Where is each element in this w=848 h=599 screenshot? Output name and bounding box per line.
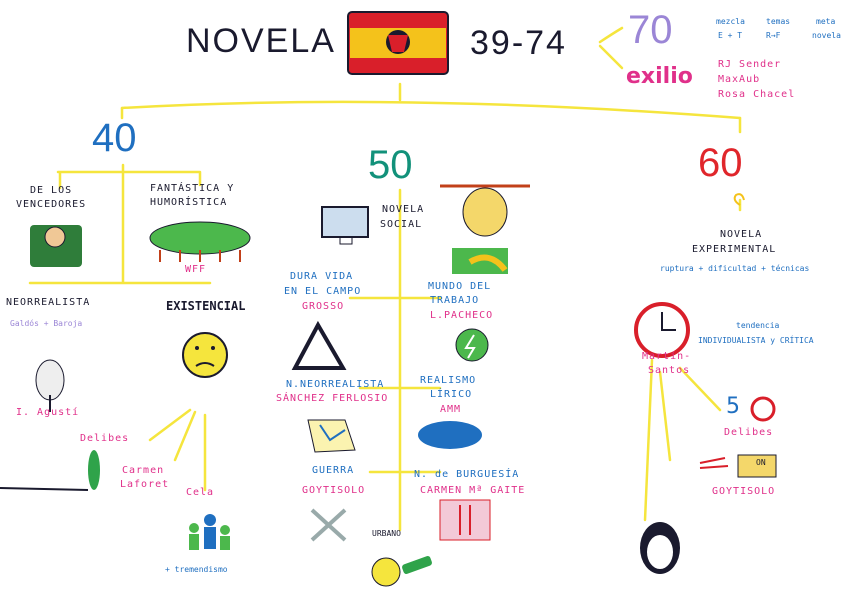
galdos-baroja-label: Galdós + Baroja	[10, 319, 83, 328]
document-icon	[699, 454, 777, 478]
carmen-line-1: Carmen	[122, 465, 165, 476]
lyric-landscape-icon	[418, 421, 482, 449]
decade-70-label: 70	[628, 8, 673, 52]
amm-label: AMM	[440, 404, 462, 415]
burguesia-label: N. de BURGUESÍA	[414, 469, 520, 480]
dura-vida-line-2: EN EL CAMPO	[284, 286, 362, 297]
tendencia-label: tendencia	[736, 321, 780, 330]
fantastica-line-2: HUMORÍSTICA	[150, 197, 228, 208]
novela-label: novela	[812, 31, 841, 40]
exilio-author-2: MaxAub	[718, 74, 761, 85]
realismo-lirico-line-1: REALISMO	[420, 375, 477, 386]
delibes-40-label: Delibes	[80, 433, 130, 444]
ferlosio-label: SÁNCHEZ FERLOSIO	[276, 393, 389, 404]
clock-icon	[634, 302, 690, 358]
wff-label: WFF	[185, 264, 207, 275]
title-years: 39-74	[470, 24, 567, 62]
existencial-label: EXISTENCIAL	[166, 299, 246, 313]
delibes-60-label: Delibes	[724, 427, 774, 438]
beehive-icon	[440, 184, 530, 237]
mundo-trabajo-line-2: TRABAJO	[430, 295, 480, 306]
martin-santos-line-2: Santos	[648, 365, 691, 376]
agusti-label: I. Agustí	[16, 407, 80, 418]
pacheco-label: L.PACHECO	[430, 310, 494, 321]
fantastica-line-1: FANTÁSTICA Y	[150, 183, 235, 194]
rf-label: R→F	[766, 31, 781, 40]
energy-icon	[455, 328, 489, 362]
warning-sign-icon	[291, 320, 347, 370]
martin-santos-line-1: Martín-	[642, 351, 692, 362]
nuevo-neorrealista-label: N.NEORREALISTA	[286, 379, 385, 390]
main-branch-line	[120, 100, 742, 120]
tree-40-lines	[28, 163, 212, 285]
cela-label: Cela	[186, 487, 215, 498]
tv-icon	[321, 206, 369, 245]
title-novela: NOVELA	[186, 22, 336, 60]
drinker-icon	[371, 556, 432, 587]
goytisolo-60-label: GOYTISOLO	[712, 486, 776, 497]
decade-60-label: 60	[698, 141, 743, 185]
tree-60-lines	[643, 358, 722, 522]
decade-40-label: 40	[92, 116, 137, 160]
tree-icon	[35, 359, 65, 412]
gaite-label: CARMEN Mª GAITE	[420, 485, 526, 496]
experimental-line-2: EXPERIMENTAL	[692, 244, 777, 255]
alarm-clock-icon	[750, 396, 776, 422]
tree-50-lines	[348, 188, 442, 532]
soldier-icon	[30, 225, 82, 267]
exilio-author-3: Rosa Chacel	[718, 89, 796, 100]
river-map-icon	[307, 419, 356, 453]
tremendismo-label: + tremendismo	[165, 565, 228, 574]
decade-50-label: 50	[368, 143, 413, 187]
spiral-icon	[733, 193, 745, 206]
individualista-label: INDIVIDUALISTA y CRÍTICA	[698, 336, 814, 345]
urbano-label: URBANO	[372, 529, 401, 538]
goytisolo-50-label: GOYTISOLO	[302, 485, 366, 496]
swords-icon	[310, 508, 347, 542]
temas-label: temas	[766, 17, 791, 26]
exilio-author-1: RJ Sender	[718, 59, 782, 70]
vencedores-line-1: DE LOS	[30, 185, 73, 196]
novela-social-line-2: SOCIAL	[380, 219, 423, 230]
guerra-label: GUERRA	[312, 465, 355, 476]
forest-icon	[149, 221, 251, 262]
mezcla-label: mezcla	[716, 17, 745, 26]
novela-social-line-1: NOVELA	[382, 204, 425, 215]
grosso-label: GROSSO	[302, 301, 345, 312]
woman-face-icon	[640, 522, 680, 574]
on-label: ON	[756, 458, 766, 467]
cypress-icon	[0, 450, 100, 491]
field-icon	[452, 248, 508, 274]
exilio-label: exilio	[626, 64, 693, 89]
existencial-lines	[148, 408, 207, 492]
family-icon	[189, 514, 230, 550]
neorrealista-40-label: NEORREALISTA	[6, 297, 91, 308]
vencedores-line-2: VENCEDORES	[16, 199, 87, 210]
et-label: E + T	[718, 31, 743, 40]
carmen-line-2: Laforet	[120, 479, 170, 490]
mundo-trabajo-line-1: MUNDO DEL	[428, 281, 492, 292]
header-brace	[598, 26, 624, 70]
realismo-lirico-line-2: LÍRICO	[430, 389, 473, 400]
delibes-5-label: 5	[726, 394, 740, 419]
ruptura-label: ruptura + dificultad + técnicas	[660, 264, 810, 273]
theater-icon	[439, 499, 491, 541]
experimental-line-1: NOVELA	[720, 229, 763, 240]
spain-flag	[347, 11, 449, 75]
meta-label: meta	[816, 17, 836, 26]
dura-vida-line-1: DURA VIDA	[290, 271, 354, 282]
sad-face-icon	[182, 332, 228, 378]
